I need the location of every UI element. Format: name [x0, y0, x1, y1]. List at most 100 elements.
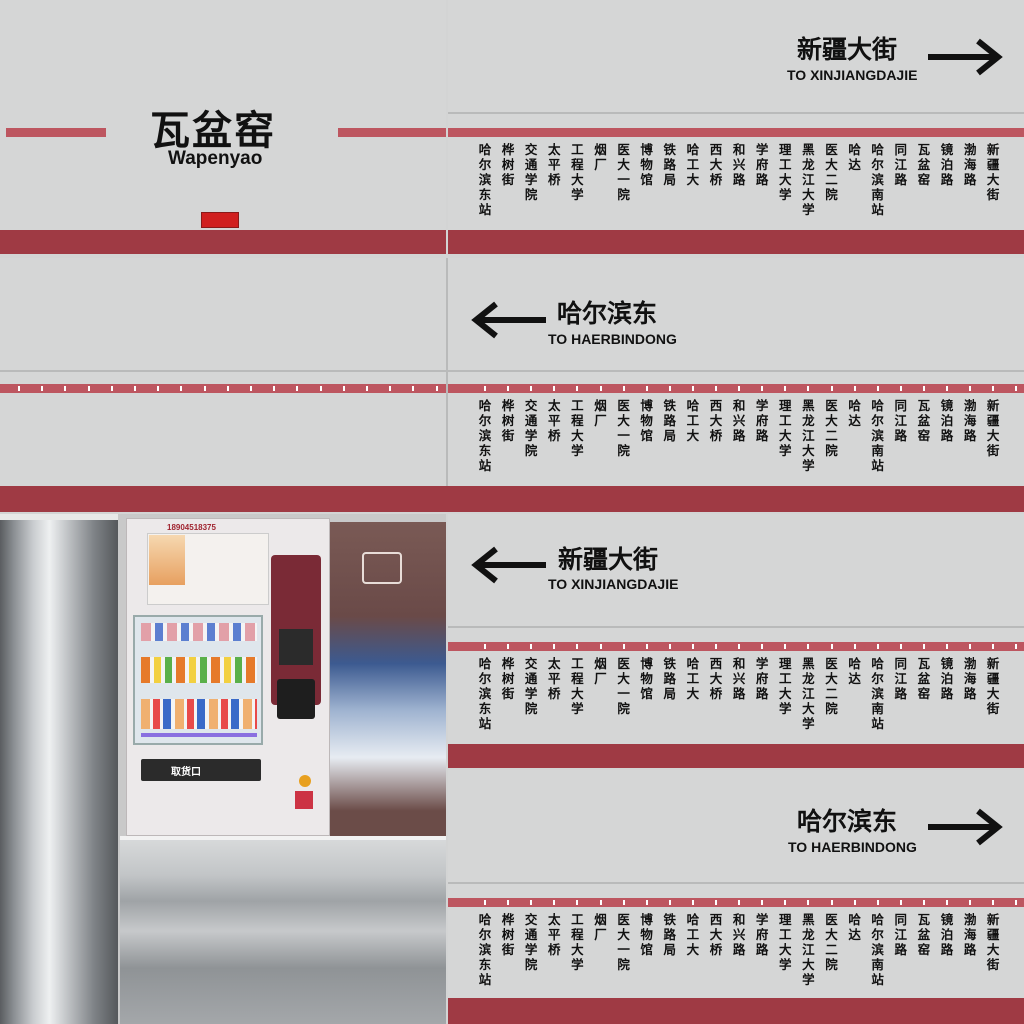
route-line-1: [448, 128, 1024, 137]
arrow-right-icon: [928, 38, 1003, 76]
vending-sticker: [295, 791, 313, 809]
ad-board: [330, 522, 446, 836]
station-name: 哈尔滨东站: [478, 142, 492, 217]
station-tick: [553, 900, 556, 905]
route-line-2: [448, 384, 1024, 393]
station-name: 同江路: [894, 912, 908, 957]
station-tick: [738, 900, 741, 905]
station-tick: [622, 644, 625, 649]
station-name: 理工大学: [779, 398, 792, 458]
station-tick: [761, 644, 764, 649]
station-tick: [899, 386, 902, 391]
station-name: 学府路: [755, 912, 769, 957]
station-name: 瓦盆窑: [917, 398, 931, 443]
station-name: 和兴路: [732, 656, 746, 701]
station-name: 桦树街: [501, 398, 515, 443]
station-name: 西大桥: [709, 142, 723, 187]
station-tick: [784, 386, 787, 391]
route-panel-1: [448, 0, 1024, 254]
station-tick: [969, 386, 972, 391]
station-name: 工程大学: [571, 142, 584, 202]
station-name: 瓦盆窑: [917, 656, 931, 701]
maroon-band-3: [448, 744, 1024, 768]
station-name: 和兴路: [732, 142, 746, 187]
route-panel-4: [448, 770, 1024, 1024]
station-tick: [484, 644, 486, 649]
direction-1-cn: 新疆大街: [797, 35, 898, 64]
station-tick: [226, 386, 229, 391]
direction-4-en: TO HAERBINDONG: [788, 839, 917, 855]
station-name: 烟厂: [594, 912, 607, 942]
arrow-left-icon: [471, 301, 546, 339]
station-tick: [691, 386, 694, 391]
station-name: 黑龙江大学: [802, 656, 815, 731]
station-name: 和兴路: [732, 398, 746, 443]
station-tick: [180, 386, 183, 391]
vending-card-reader: [277, 679, 315, 719]
station-tick: [946, 386, 948, 391]
steel-barrier: [120, 838, 446, 1024]
station-name: 铁路局: [663, 398, 677, 443]
station-tick: [507, 900, 510, 905]
station-tick: [1015, 900, 1018, 905]
station-list-2: 哈尔滨东站桦树街交通学院太平桥工程大学烟厂医大一院博物馆铁路局哈工大西大桥和兴路…: [448, 398, 1024, 508]
station-tick: [622, 900, 625, 905]
vending-display-window: [133, 615, 263, 745]
station-tick: [576, 900, 579, 905]
station-tick: [599, 644, 602, 649]
station-name: 博物馆: [640, 656, 653, 701]
arrow-left-icon: [471, 546, 546, 584]
station-name: 博物馆: [640, 142, 653, 187]
station-tick: [715, 644, 717, 649]
station-name: 烟厂: [594, 656, 607, 686]
direction-2-cn: 哈尔滨东: [557, 299, 658, 328]
station-name: 同江路: [894, 398, 908, 443]
station-name: 交通学院: [524, 656, 538, 716]
station-tick: [830, 386, 833, 391]
station-tick: [203, 386, 206, 391]
station-tick: [807, 386, 810, 391]
station-tick: [599, 386, 602, 391]
station-name: 渤海路: [963, 142, 977, 187]
station-name: 新疆大街: [986, 912, 1000, 972]
station-name: 哈工大: [686, 398, 700, 443]
station-name: 哈尔滨南站: [871, 912, 884, 987]
vending-pickup-slot: 取货口: [141, 759, 261, 781]
station-name: 太平桥: [548, 912, 561, 957]
station-name: 桦树街: [501, 142, 515, 187]
route-panel-3: [448, 514, 1024, 768]
vending-coin-slot: [299, 775, 311, 787]
station-name: 瓦盆窑: [917, 142, 931, 187]
station-name: 学府路: [755, 656, 769, 701]
direction-4-cn: 哈尔滨东: [797, 807, 898, 836]
route-line-2-left: [0, 384, 446, 393]
direction-3-cn: 新疆大街: [558, 545, 659, 574]
direction-3-en: TO XINJIANGDAJIE: [548, 576, 679, 592]
maroon-band-1-right: [448, 230, 1024, 254]
station-tick: [1015, 386, 1018, 391]
pickup-label: 取货口: [171, 767, 201, 778]
station-name: 哈达: [848, 398, 861, 428]
station-name: 哈工大: [686, 142, 700, 187]
station-name: 博物馆: [640, 912, 653, 957]
station-tick: [691, 900, 694, 905]
station-name: 工程大学: [571, 912, 584, 972]
station-tick: [876, 644, 879, 649]
station-tick: [992, 386, 995, 391]
station-name: 交通学院: [524, 912, 538, 972]
station-tick: [576, 644, 579, 649]
station-name: 桦树街: [501, 912, 515, 957]
station-tick: [715, 900, 717, 905]
station-name: 太平桥: [548, 142, 561, 187]
station-name: 哈达: [848, 656, 861, 686]
station-name: 工程大学: [571, 656, 584, 716]
station-tick: [876, 386, 879, 391]
station-tick: [876, 900, 879, 905]
station-name: 理工大学: [779, 912, 792, 972]
station-name: 镜泊路: [940, 656, 954, 701]
maroon-band-1-left: [0, 230, 446, 254]
station-tick: [553, 386, 556, 391]
station-tick: [296, 386, 299, 391]
station-name: 黑龙江大学: [802, 912, 815, 987]
station-name: 镜泊路: [940, 142, 954, 187]
